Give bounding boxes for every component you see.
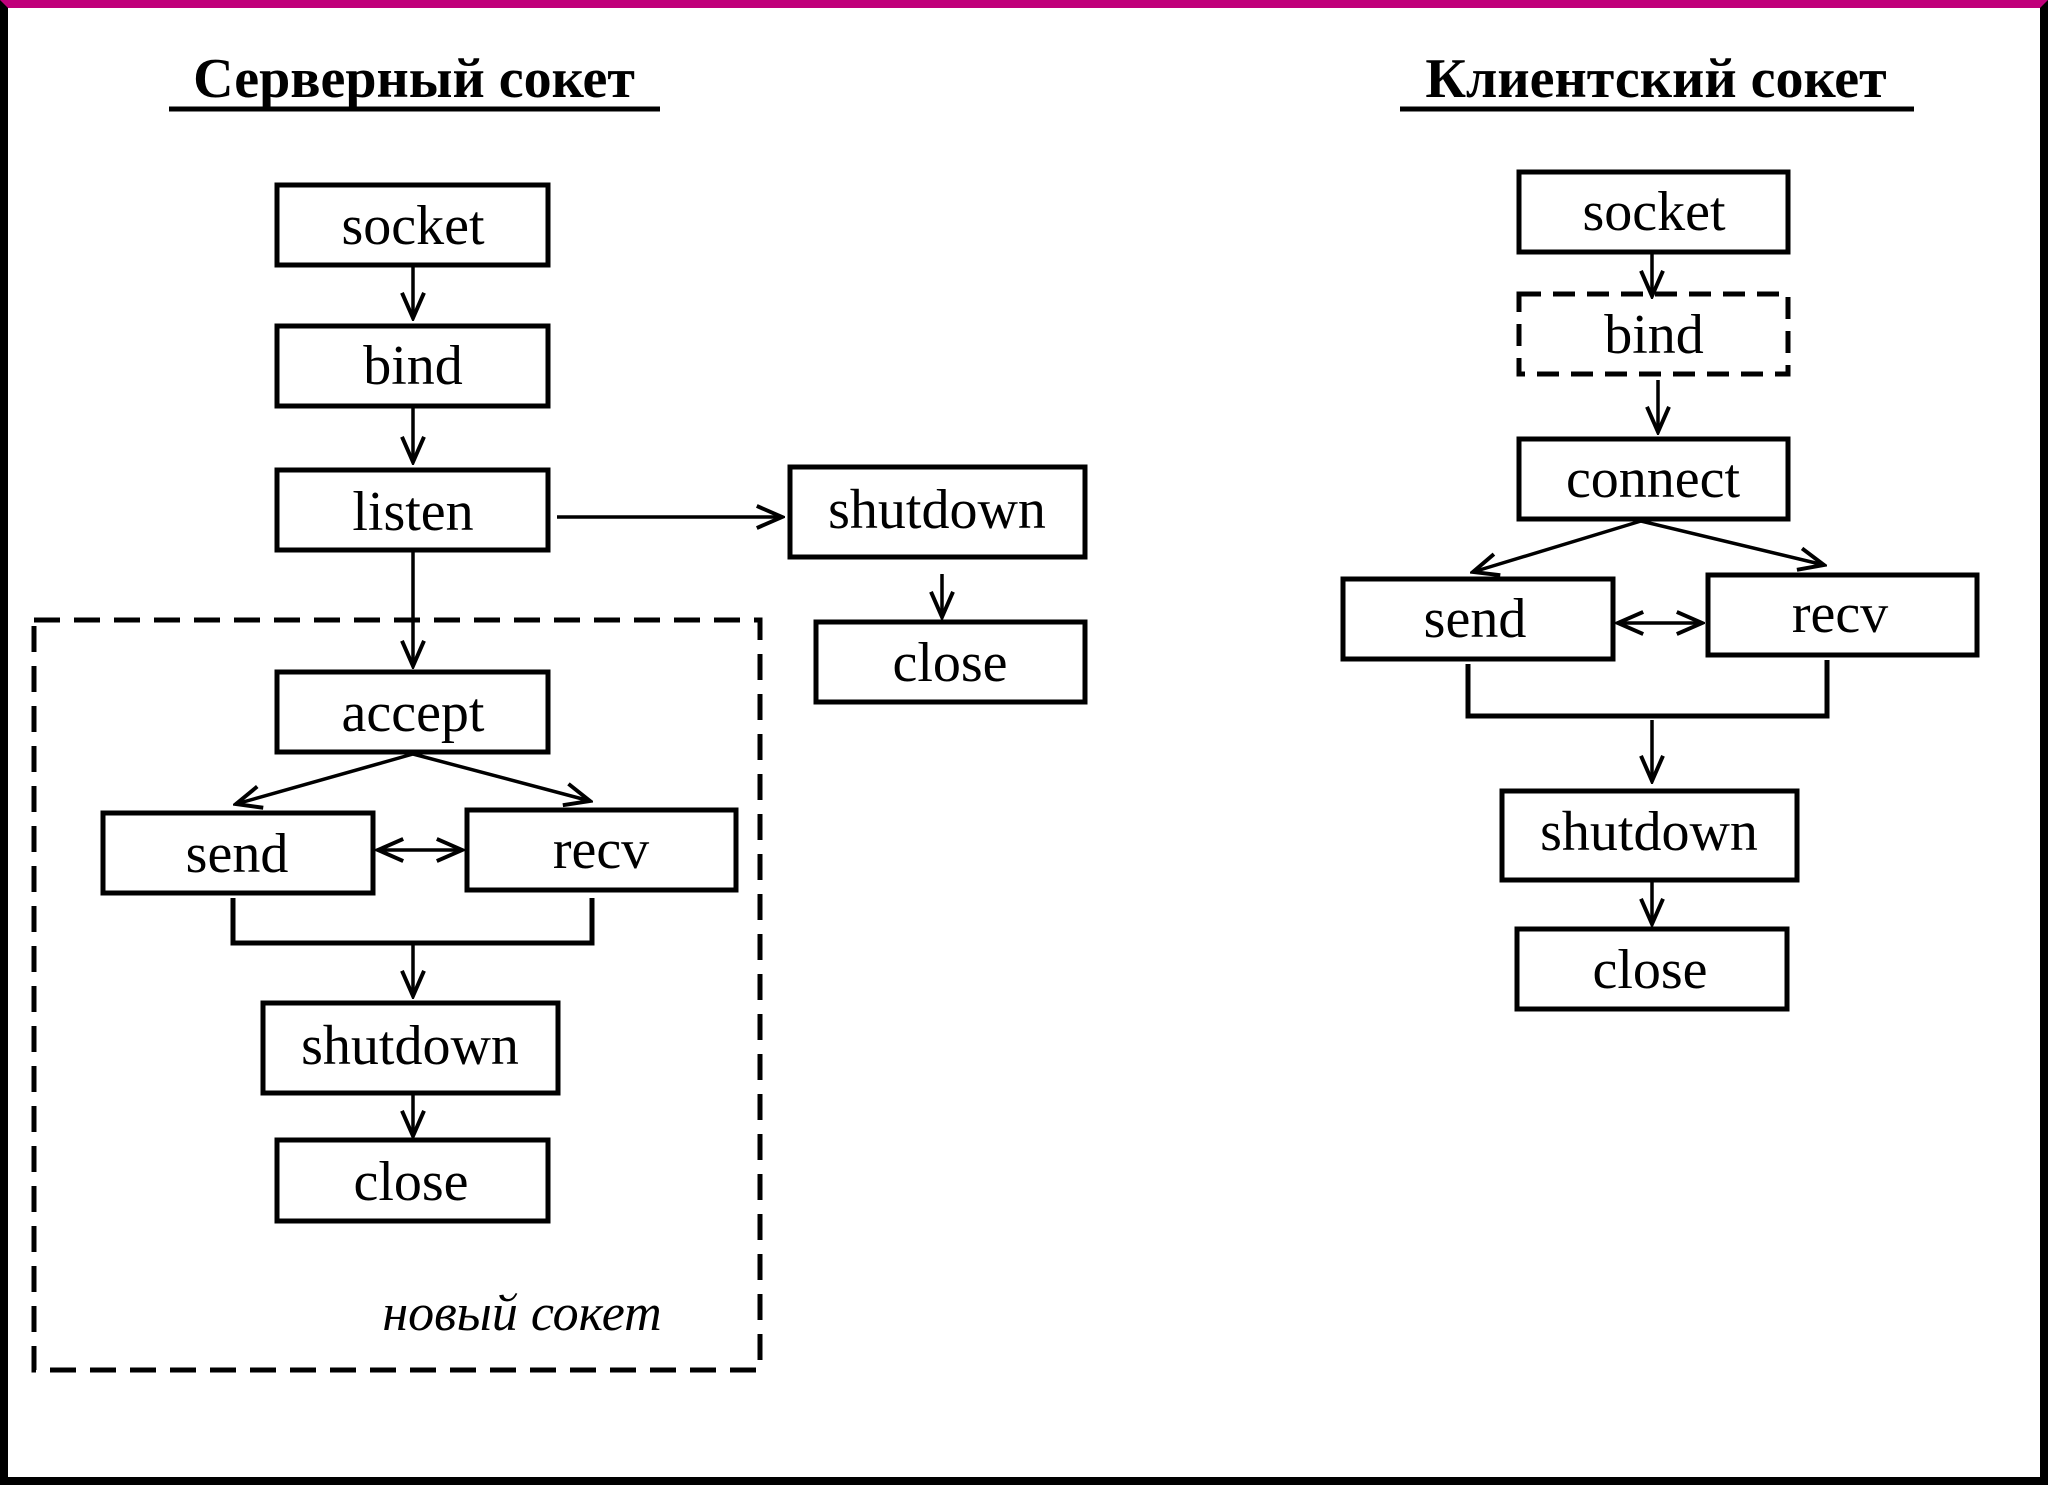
server-listen-shutdown-box [787, 464, 1088, 560]
server-merge-bracket [230, 898, 595, 946]
server-socket-box [274, 182, 551, 268]
server-title: Серверный сокет [193, 48, 635, 110]
server-socket-label: socket [341, 195, 485, 257]
arrow-connect-to-send [1473, 519, 1642, 572]
server-listen-close-label: close [892, 632, 1007, 694]
server-listen-box [274, 467, 551, 553]
client-connect-label: connect [1566, 448, 1741, 510]
client-recv-label: recv [1792, 583, 1888, 645]
server-shutdown-box [260, 1000, 561, 1096]
server-bind-label: bind [363, 335, 463, 397]
server-recv-label: recv [553, 819, 649, 881]
arrow-accept-to-recv [412, 752, 590, 801]
client-bind-box [1516, 291, 1791, 377]
new-socket-region [31, 617, 763, 1373]
client-title: Клиентский сокет [1425, 48, 1886, 110]
client-connect-box [1516, 436, 1791, 522]
server-close-label: close [353, 1151, 468, 1213]
server-listen-label: listen [352, 481, 473, 543]
client-shutdown-label: shutdown [1540, 801, 1758, 863]
server-bind-box [274, 323, 551, 409]
arrow-connect-to-recv [1640, 519, 1824, 565]
server-send-label: send [186, 823, 289, 885]
client-send-label: send [1424, 588, 1527, 650]
server-shutdown-label: shutdown [301, 1015, 519, 1077]
arrow-accept-to-send [236, 752, 414, 804]
client-merge-bracket [1465, 660, 1830, 719]
server-listen-close-box [813, 619, 1088, 705]
server-send-box [100, 810, 376, 896]
server-accept-box [274, 669, 551, 755]
client-recv-box [1705, 572, 1980, 658]
client-close-box [1514, 926, 1790, 1012]
client-socket-label: socket [1582, 181, 1726, 243]
client-shutdown-box [1499, 788, 1800, 883]
new-socket-note: новый сокет [382, 1285, 661, 1342]
server-recv-box [464, 807, 739, 893]
server-listen-shutdown-label: shutdown [828, 479, 1046, 541]
client-socket-box [1516, 169, 1791, 255]
client-close-label: close [1592, 939, 1707, 1001]
client-bind-label: bind [1604, 304, 1704, 366]
server-accept-label: accept [342, 682, 485, 744]
server-close-box [274, 1137, 551, 1224]
client-send-box [1340, 576, 1616, 662]
